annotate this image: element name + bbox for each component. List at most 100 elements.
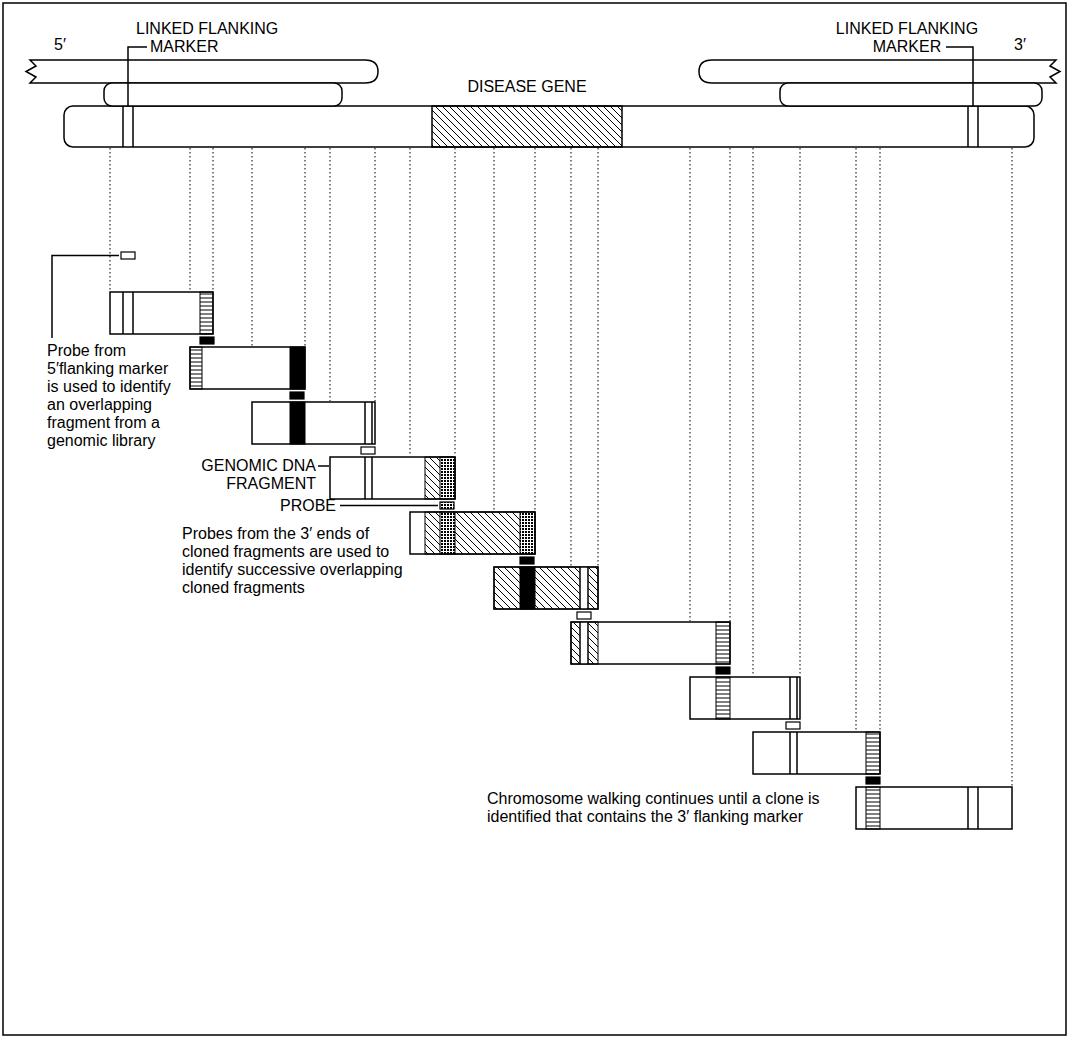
fragment-ground bbox=[856, 787, 1012, 829]
fragments bbox=[110, 292, 1012, 829]
leader-line bbox=[128, 47, 147, 106]
genomic-fragment bbox=[856, 787, 1012, 829]
callout-label: GENOMIC DNA FRAGMENT bbox=[176, 457, 316, 493]
black-segment bbox=[520, 567, 535, 609]
probe-symbol bbox=[121, 252, 135, 259]
fragment-ground bbox=[494, 567, 598, 609]
probe-symbol bbox=[290, 392, 304, 399]
probe-symbol bbox=[866, 777, 880, 784]
marker-label: LINKED FLANKING MARKER bbox=[136, 20, 330, 56]
dots-segment bbox=[520, 512, 535, 554]
marker-label: LINKED FLANKING MARKER bbox=[812, 20, 1002, 56]
black-segment bbox=[290, 402, 305, 444]
clone-piece bbox=[26, 60, 378, 83]
genomic-fragment bbox=[252, 402, 375, 444]
chromosome-bar bbox=[64, 106, 1034, 147]
marker-line bbox=[132, 292, 134, 334]
stripes-segment bbox=[866, 732, 880, 774]
end-label: 5′ bbox=[54, 36, 84, 54]
fragment-outline bbox=[494, 567, 598, 609]
marker-line bbox=[789, 677, 791, 719]
probe-symbol bbox=[520, 557, 534, 564]
fragment-outline bbox=[410, 512, 535, 554]
probe-symbol bbox=[577, 612, 591, 619]
dotted-guide bbox=[110, 148, 111, 291]
marker-line bbox=[371, 457, 373, 499]
dotted-guide bbox=[571, 148, 572, 566]
callout-label: PROBE bbox=[236, 497, 336, 515]
dotted-guide bbox=[880, 148, 881, 731]
end-label: 3′ bbox=[1014, 36, 1044, 54]
fragment-outline bbox=[252, 402, 375, 444]
stripes-segment bbox=[866, 787, 880, 829]
leader-line bbox=[340, 505, 438, 507]
stripes-segment bbox=[190, 347, 202, 389]
fragment-ground bbox=[690, 677, 800, 719]
fragment-ground bbox=[252, 402, 375, 444]
leader-lines bbox=[52, 47, 973, 506]
dotted-guide bbox=[455, 148, 456, 456]
dotted-guide bbox=[598, 148, 599, 566]
marker-line bbox=[364, 457, 366, 499]
dotted-guide bbox=[1012, 148, 1013, 786]
genomic-fragment bbox=[110, 292, 213, 334]
marker-line bbox=[967, 106, 969, 147]
marker-line bbox=[579, 622, 581, 664]
fragment-outline bbox=[753, 732, 880, 774]
probe-symbol bbox=[786, 722, 800, 729]
fragment-ground bbox=[110, 292, 213, 334]
probes bbox=[121, 252, 880, 784]
clone-piece bbox=[104, 83, 342, 106]
marker-line bbox=[579, 567, 581, 609]
marker-line bbox=[122, 106, 124, 147]
fragment-outline bbox=[190, 347, 305, 389]
probe-symbol bbox=[361, 447, 375, 454]
dots-segment bbox=[440, 457, 455, 499]
fragment-ground bbox=[410, 512, 535, 554]
dotted-guide bbox=[800, 148, 801, 676]
marker-line bbox=[587, 622, 589, 664]
hatch-segment bbox=[571, 622, 598, 664]
hatch-segment bbox=[425, 512, 535, 554]
fragment-outline bbox=[110, 292, 213, 334]
guide-lines bbox=[110, 148, 1012, 786]
dotted-guide bbox=[856, 148, 857, 731]
probe-symbol bbox=[200, 337, 214, 344]
marker-line bbox=[967, 787, 969, 829]
genomic-fragment bbox=[410, 512, 535, 554]
marker-line bbox=[796, 732, 798, 774]
dotted-guide bbox=[375, 148, 376, 401]
marker-line bbox=[977, 787, 979, 829]
fragment-ground bbox=[330, 457, 455, 499]
probe-symbol bbox=[716, 667, 730, 674]
dotted-guide bbox=[690, 148, 691, 621]
dotted-guide bbox=[190, 148, 191, 291]
fragment-ground bbox=[190, 347, 305, 389]
white-segment bbox=[580, 567, 588, 609]
genomic-fragment bbox=[190, 347, 305, 389]
dotted-guide bbox=[305, 148, 306, 346]
white-segment bbox=[580, 622, 588, 664]
marker-line bbox=[587, 567, 589, 609]
dotted-guide bbox=[753, 148, 754, 676]
dotted-guide bbox=[252, 148, 253, 346]
leader-line bbox=[318, 465, 329, 467]
marker-line bbox=[977, 106, 979, 147]
dotted-guide bbox=[535, 148, 536, 511]
dotted-guide bbox=[730, 148, 731, 621]
marker-line bbox=[796, 677, 798, 719]
fragment-outline bbox=[856, 787, 1012, 829]
fragment-outline bbox=[690, 677, 800, 719]
figure-frame bbox=[3, 3, 1066, 1035]
note-text: Chromosome walking continues until a clo… bbox=[487, 790, 849, 826]
dotted-guide bbox=[410, 148, 411, 456]
marker-line bbox=[371, 402, 373, 444]
genomic-fragment bbox=[571, 622, 730, 664]
hatch-segment bbox=[425, 457, 455, 499]
stripes-segment bbox=[200, 292, 213, 334]
marker-line bbox=[364, 402, 366, 444]
probe-symbol bbox=[440, 502, 454, 509]
note-text: Probes from the 3′ ends of cloned fragme… bbox=[182, 525, 404, 597]
